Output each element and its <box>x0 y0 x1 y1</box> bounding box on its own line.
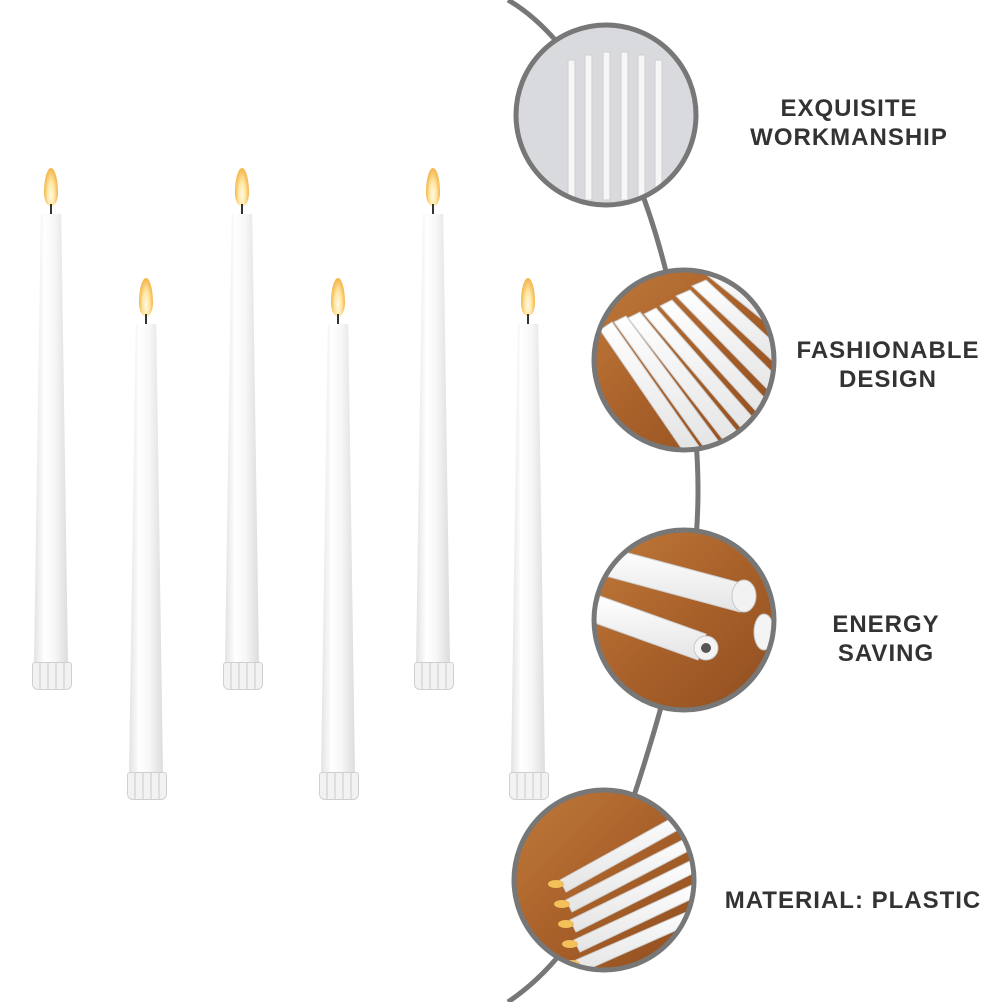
feature-label-line: DESIGN <box>838 366 937 393</box>
feature-label-material: MATERIAL: PLASTIC <box>718 886 988 915</box>
candle-row-icon <box>513 22 699 208</box>
battery-compartment-icon <box>591 527 777 713</box>
feature-label-energy: ENERGY SAVING <box>816 610 956 668</box>
candle-flames-icon <box>511 787 697 973</box>
feature-label-line: WORKMANSHIP <box>750 124 948 151</box>
flame-icon <box>235 168 249 206</box>
flame-icon <box>44 168 58 206</box>
candles-on-wood-icon <box>591 267 777 453</box>
feature-label-design: FASHIONABLE DESIGN <box>790 336 986 394</box>
feature-label-workmanship: EXQUISITE WORKMANSHIP <box>738 94 960 152</box>
flame-icon <box>331 278 345 316</box>
flame-icon <box>521 278 535 316</box>
feature-label-line: SAVING <box>837 640 935 667</box>
feature-label-line: MATERIAL: PLASTIC <box>724 887 982 914</box>
feature-label-line: ENERGY <box>832 611 940 638</box>
feature-label-line: EXQUISITE <box>780 95 918 122</box>
flame-icon <box>139 278 153 316</box>
flame-icon <box>426 168 440 206</box>
feature-label-line: FASHIONABLE <box>796 337 980 364</box>
